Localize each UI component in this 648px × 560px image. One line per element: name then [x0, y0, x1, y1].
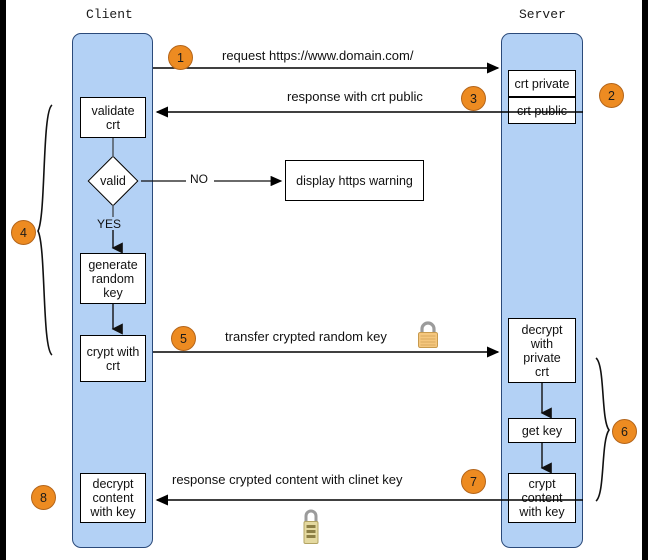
message-label-7: response crypted content with clinet key	[172, 472, 403, 487]
node-decrypt-with-private-crt: decrypt with private crt	[508, 318, 576, 383]
padlock-icon-transfer	[414, 320, 442, 355]
step-marker-3: 3	[461, 86, 486, 111]
padlock-icon-response	[299, 505, 323, 552]
lane-label-server: Server	[519, 7, 566, 22]
step-marker-2: 2	[599, 83, 624, 108]
node-decrypt-content-with-key: decrypt content with key	[80, 473, 146, 523]
step-marker-5: 5	[171, 326, 196, 351]
branch-label-yes: YES	[97, 217, 122, 231]
lane-label-client: Client	[86, 7, 133, 22]
node-crt-private: crt private	[508, 70, 576, 97]
node-validate-crt: validate crt	[80, 97, 146, 138]
branch-label-no: NO	[190, 172, 208, 186]
step-marker-4: 4	[11, 220, 36, 245]
step-marker-8: 8	[31, 485, 56, 510]
step-marker-1: 1	[168, 45, 193, 70]
frame-border-right	[642, 0, 648, 560]
node-valid-decision: valid	[85, 155, 141, 207]
message-label-1: request https://www.domain.com/	[222, 48, 414, 63]
node-get-key: get key	[508, 418, 576, 443]
node-display-https-warning: display https warning	[285, 160, 424, 201]
step-marker-6: 6	[612, 419, 637, 444]
step-marker-7: 7	[461, 469, 486, 494]
message-label-3: response with crt public	[287, 89, 423, 104]
decision-label: valid	[100, 174, 126, 188]
node-crt-public: crt public	[508, 97, 576, 124]
message-label-5: transfer crypted random key	[225, 329, 387, 344]
frame-border-left	[0, 0, 6, 560]
node-generate-random-key: generate random key	[80, 253, 146, 304]
node-crypt-content-with-key: crypt content with key	[508, 473, 576, 523]
node-crypt-with-crt: crypt with crt	[80, 335, 146, 382]
